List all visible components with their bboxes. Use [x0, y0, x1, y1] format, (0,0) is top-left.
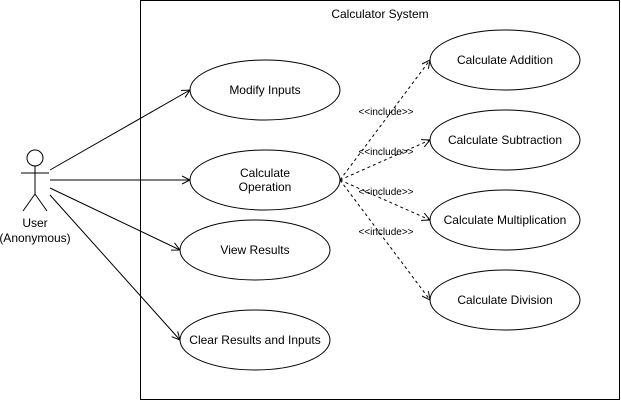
use-case-label: Calculate Addition: [457, 53, 553, 67]
use-case-calculate-operation[interactable]: Calculate Operation: [189, 149, 341, 211]
include-division: [339, 179, 430, 300]
system-title: Calculator System: [331, 7, 428, 21]
actor-role: (Anonymous): [0, 231, 71, 245]
use-case-clear-results[interactable]: Clear Results and Inputs: [179, 309, 331, 371]
use-case-calculate-division[interactable]: Calculate Division: [429, 269, 581, 331]
include-subtraction: [339, 140, 430, 181]
include-label-subtraction: <<include>>: [358, 147, 413, 158]
use-case-label: Clear Results and Inputs: [189, 333, 320, 347]
use-case-calculate-multiplication[interactable]: Calculate Multiplication: [429, 189, 581, 251]
use-case-label: Calculate Multiplication: [444, 213, 567, 227]
use-case-label: Calculate Division: [457, 293, 552, 307]
use-case-label-line1: Calculate: [240, 166, 290, 180]
use-case-label: View Results: [220, 243, 289, 257]
use-case-calculate-addition[interactable]: Calculate Addition: [429, 29, 581, 91]
actor-leg-left: [22, 193, 36, 212]
assoc-modify-inputs: [49, 90, 190, 171]
actor-head: [26, 149, 44, 167]
use-case-modify-inputs[interactable]: Modify Inputs: [189, 59, 341, 121]
assoc-view-results: [49, 187, 180, 250]
use-case-label: Calculate Subtraction: [448, 133, 562, 147]
include-label-division: <<include>>: [358, 227, 413, 238]
actor-name: User: [22, 216, 47, 230]
actor-user: User (Anonymous): [0, 149, 71, 245]
actor-leg-right: [34, 193, 48, 212]
include-label-multiplication: <<include>>: [358, 187, 413, 198]
use-case-view-results[interactable]: View Results: [179, 219, 331, 281]
include-addition: [339, 60, 430, 181]
include-multiplication: [339, 179, 430, 220]
use-case-calculate-subtraction[interactable]: Calculate Subtraction: [429, 109, 581, 171]
assoc-clear-results: [49, 194, 180, 340]
use-case-label-line2: Operation: [239, 180, 292, 194]
include-label-addition: <<include>>: [358, 107, 413, 118]
use-case-label: Modify Inputs: [229, 83, 300, 97]
